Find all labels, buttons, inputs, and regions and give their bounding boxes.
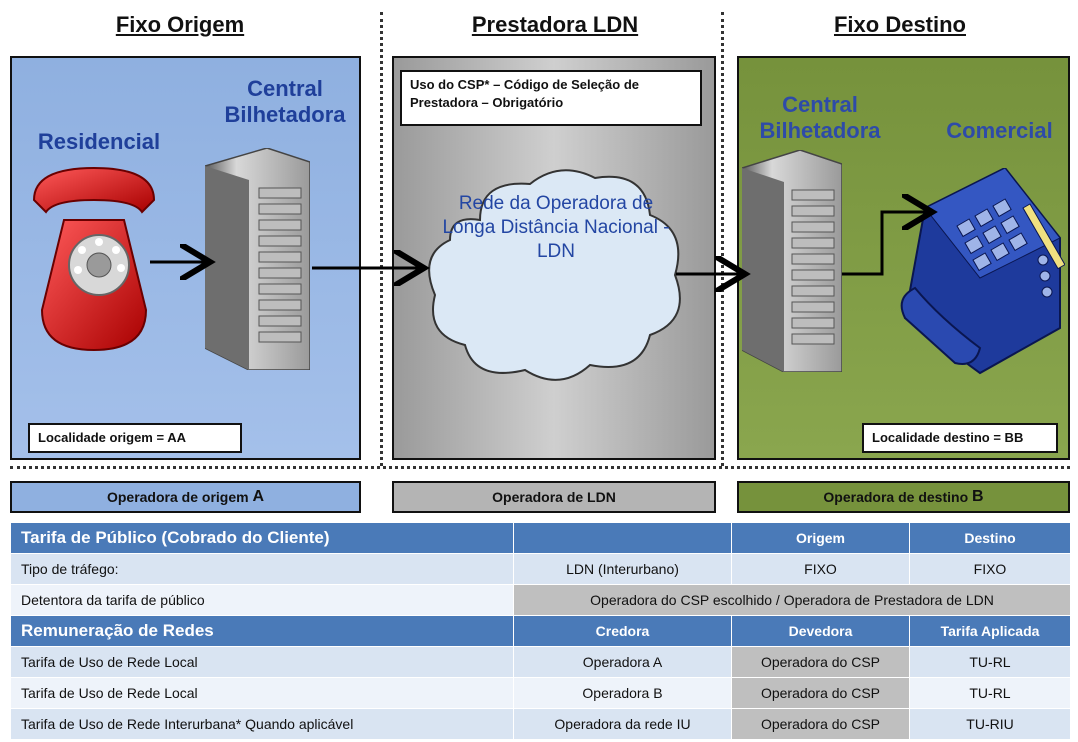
destino-server-icon — [742, 150, 842, 372]
origem-operadora-text: Operadora de origem — [106, 489, 249, 505]
table-cell: TU-RL — [909, 646, 1071, 678]
table-cell: Tarifa de Uso de Rede Local — [10, 677, 514, 709]
table-row: Tarifa de Uso de Rede Local Operadora A … — [10, 646, 1071, 678]
residencial-label: Residencial — [37, 129, 161, 154]
origem-operadora-box: Operadora de origem A — [10, 481, 361, 513]
table-cell: Tipo de tráfego: — [10, 553, 514, 585]
tarifa-table: Tarifa de Público (Cobrado do Cliente) O… — [10, 522, 1071, 740]
table-cell: LDN (Interurbano) — [513, 553, 732, 585]
table-cell: Tarifa de Público (Cobrado do Cliente) — [10, 522, 514, 554]
destino-central-label: Central Bilhetadora — [759, 92, 881, 143]
ldn-operadora-box: Operadora de LDN — [392, 481, 716, 513]
destino-operadora-letter: B — [972, 488, 984, 505]
remuneracao-header-row: Remuneração de Redes Credora Devedora Ta… — [10, 615, 1071, 647]
horizontal-separator — [10, 466, 1070, 469]
origem-column-title: Fixo Origem — [115, 12, 245, 37]
table-cell: Operadora B — [513, 677, 732, 709]
origem-server-icon — [205, 148, 310, 370]
origem-operadora-letter: A — [252, 488, 265, 505]
blue-office-phone-icon — [900, 168, 1065, 375]
table-cell: Operadora do CSP — [731, 677, 910, 709]
ldn-cloud-icon — [428, 169, 681, 381]
table-cell: FIXO — [731, 553, 910, 585]
origem-localidade-box: Localidade origem = AA — [28, 423, 242, 453]
table-cell: TU-RIU — [909, 708, 1071, 740]
table-row: Tarifa de Uso de Rede Local Operadora B … — [10, 677, 1071, 709]
ldn-column-title: Prestadora LDN — [471, 12, 639, 37]
table-cell: Origem — [731, 522, 910, 554]
table-cell: Remuneração de Redes — [10, 615, 514, 647]
table-cell: Operadora A — [513, 646, 732, 678]
table-cell: Detentora da tarifa de público — [10, 584, 514, 616]
table-cell: Devedora — [731, 615, 910, 647]
arrow-central-to-phone — [842, 212, 932, 276]
table-cell: TU-RL — [909, 677, 1071, 709]
table-cell: Credora — [513, 615, 732, 647]
tarifa-header-row: Tarifa de Público (Cobrado do Cliente) O… — [10, 522, 1071, 554]
ldn-cloud-text: Rede da Operadora de Longa Distância Nac… — [442, 193, 670, 262]
destino-operadora-text: Operadora de destino — [823, 489, 969, 505]
destino-operadora-box: Operadora de destino B — [737, 481, 1070, 513]
table-cell: Operadora do CSP escolhido / Operadora d… — [513, 584, 1071, 616]
table-cell — [513, 522, 732, 554]
table-row: Tipo de tráfego: LDN (Interurbano) FIXO … — [10, 553, 1071, 585]
comercial-label: Comercial — [946, 118, 1053, 143]
red-telephone-icon — [32, 166, 156, 352]
table-cell: Operadora do CSP — [731, 708, 910, 740]
table-cell: Operadora da rede IU — [513, 708, 732, 740]
table-cell: Tarifa Aplicada — [909, 615, 1071, 647]
origem-central-label: Central Bilhetadora — [224, 76, 346, 127]
table-cell: Destino — [909, 522, 1071, 554]
table-row: Tarifa de Uso de Rede Interurbana* Quand… — [10, 708, 1071, 740]
csp-note-box: Uso do CSP* – Código de Seleção de Prest… — [400, 70, 702, 126]
destino-localidade-box: Localidade destino = BB — [862, 423, 1058, 453]
table-cell: Tarifa de Uso de Rede Local — [10, 646, 514, 678]
separator-origem-ldn — [380, 12, 383, 466]
table-cell: Tarifa de Uso de Rede Interurbana* Quand… — [10, 708, 514, 740]
separator-ldn-destino — [721, 12, 724, 466]
ldn-operadora-text: Operadora de LDN — [492, 489, 616, 505]
table-cell: Operadora do CSP — [731, 646, 910, 678]
destino-column-title: Fixo Destino — [833, 12, 966, 37]
table-cell: FIXO — [909, 553, 1071, 585]
table-row: Detentora da tarifa de público Operadora… — [10, 584, 1071, 616]
